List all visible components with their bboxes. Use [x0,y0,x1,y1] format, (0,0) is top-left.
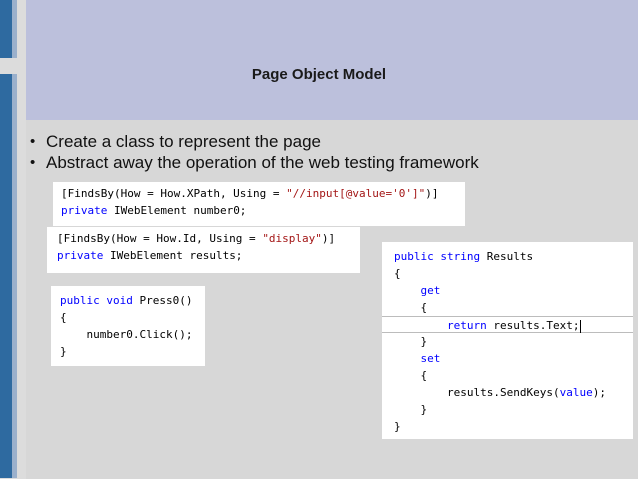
code-line: { [60,311,67,324]
code-line: [FindsBy(How = How.Id, Using = "display"… [57,232,336,245]
code-block-finds-by-xpath: [FindsBy(How = How.XPath, Using = "//inp… [53,182,465,226]
code-block-finds-by-id: [FindsBy(How = How.Id, Using = "display"… [47,227,360,273]
code-line: } [394,420,401,433]
accent-stripe-top [12,0,17,58]
bullet-item: Abstract away the operation of the web t… [30,152,479,173]
code-line-highlighted: return results.Text; [382,316,633,333]
code-line: get [420,284,441,297]
code-line: [FindsBy(How = How.XPath, Using = "//inp… [61,187,439,200]
code-line: } [420,403,428,416]
code-line: } [420,335,428,348]
code-line: number0.Click(); [60,328,193,341]
code-line: public string Results [394,250,534,263]
accent-bar-top [0,0,12,58]
bullet-list: Create a class to represent the page Abs… [30,131,479,173]
code-line: set [420,352,441,365]
code-line: { [420,301,428,314]
slide-title: Page Object Model [251,66,387,83]
code-line: } [60,345,67,358]
code-line: { [420,369,428,382]
code-block-results-property: public string Results { get { return resu… [382,242,633,439]
code-line: public void Press0() [60,294,193,307]
accent-bar-bottom [0,74,12,478]
code-line: private IWebElement number0; [61,204,247,217]
title-band [26,0,638,120]
bullet-item: Create a class to represent the page [30,131,479,152]
code-line: results.SendKeys(value); [446,386,606,399]
code-line: private IWebElement results; [57,249,243,262]
accent-stripe-bottom [12,74,17,478]
text-cursor [580,319,582,333]
code-line: { [394,267,401,280]
code-block-press0-method: public void Press0() { number0.Click();} [51,286,205,366]
